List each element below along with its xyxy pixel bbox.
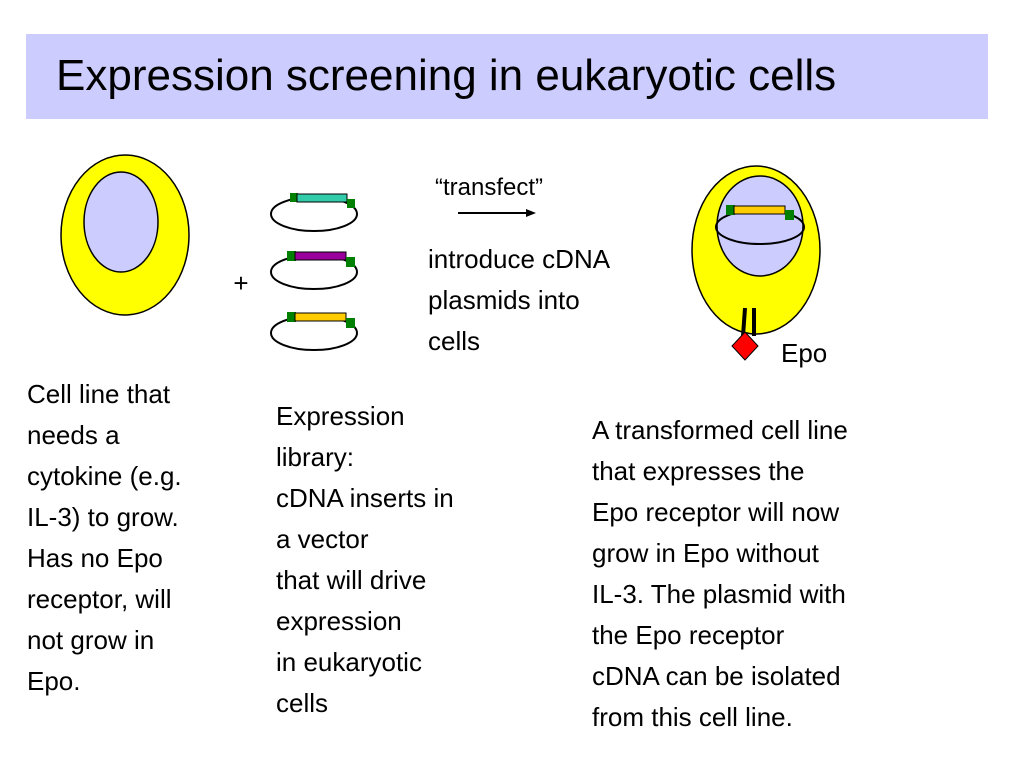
epo-diamond-icon bbox=[731, 331, 759, 361]
transfect-description: introduce cDNA plasmids into cells bbox=[428, 244, 611, 356]
plasmid-icon bbox=[270, 193, 358, 232]
receptor-icon bbox=[741, 307, 756, 337]
nucleus-icon bbox=[83, 171, 159, 273]
plus-sign: + bbox=[233, 268, 248, 298]
plasmid-icon bbox=[270, 312, 358, 351]
cell-icon bbox=[60, 154, 190, 316]
plasmid-icon bbox=[715, 205, 805, 245]
cell-line-caption: Cell line that needs a cytokine (e.g. IL… bbox=[27, 379, 182, 696]
title-bar: Expression screening in eukaryotic cells bbox=[26, 34, 988, 119]
expression-library-caption: Expression library: cDNA inserts in a ve… bbox=[276, 401, 454, 718]
arrow-icon bbox=[458, 209, 536, 217]
transformed-cell-caption: A transformed cell line that expresses t… bbox=[592, 415, 848, 732]
plasmid-icon bbox=[270, 251, 358, 290]
epo-label: Epo bbox=[781, 338, 828, 368]
cell-icon bbox=[691, 165, 821, 335]
slide-title: Expression screening in eukaryotic cells bbox=[56, 51, 837, 100]
nucleus-icon bbox=[716, 175, 804, 277]
transfect-label: “transfect” bbox=[435, 174, 543, 201]
